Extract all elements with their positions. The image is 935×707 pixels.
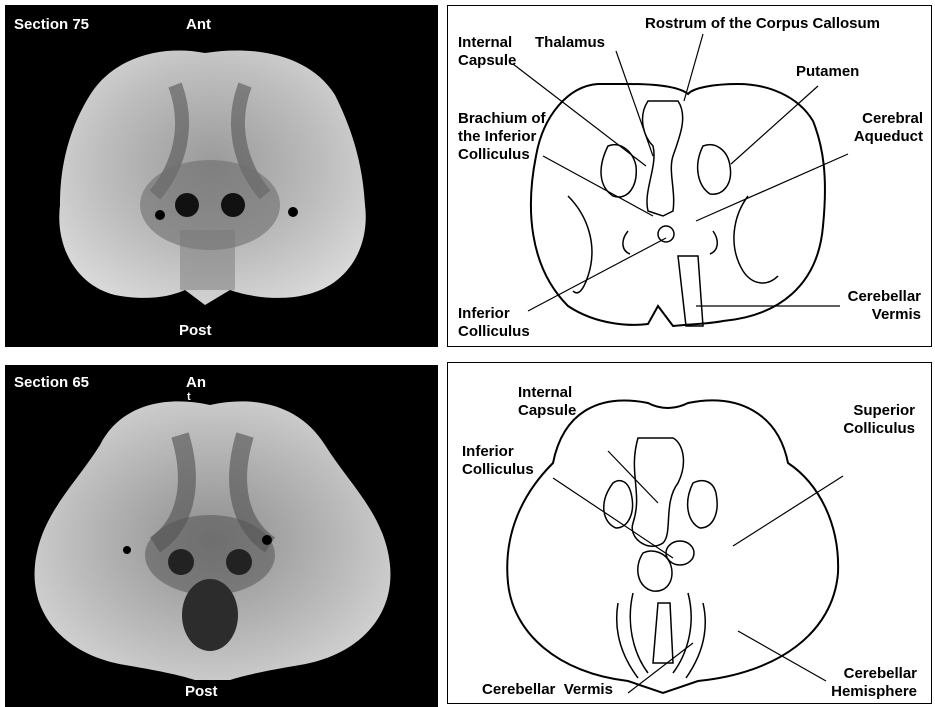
label-inferior-colliculus-1: Inferior — [458, 305, 510, 323]
anterior-label: An — [186, 374, 206, 391]
label-cerebellar-vermis: Cerebellar Vermis — [482, 681, 613, 699]
label-inferior-colliculus-2: Colliculus — [462, 461, 534, 479]
label-rostrum: Rostrum of the Corpus Callosum — [645, 15, 880, 33]
label-cerebellar-hemisphere-2: Hemisphere — [831, 683, 917, 701]
label-internal-capsule-2: Capsule — [518, 402, 576, 420]
label-putamen: Putamen — [796, 63, 859, 81]
label-internal-capsule-1: Internal — [458, 34, 512, 52]
label-cerebellar-hemisphere-1: Cerebellar — [844, 665, 917, 683]
label-brachium-2: the Inferior — [458, 128, 536, 146]
section-label: Section 75 — [14, 16, 89, 33]
label-internal-capsule-1: Internal — [518, 384, 572, 402]
label-cerebral-aqueduct-2: Aqueduct — [854, 128, 923, 146]
label-internal-capsule-2: Capsule — [458, 52, 516, 70]
diagram-section-75: Rostrum of the Corpus Callosum Internal … — [447, 5, 932, 347]
mri-image-section-65: Section 65 An t Post — [5, 365, 438, 707]
anterior-label: Ant — [186, 16, 211, 33]
diagram-section-65: Internal Capsule Superior Colliculus Inf… — [447, 362, 932, 704]
posterior-label: Post — [179, 322, 212, 339]
label-cerebellar-vermis-2: Vermis — [872, 306, 921, 324]
label-thalamus: Thalamus — [535, 34, 605, 52]
anterior-label-extra: t — [187, 391, 191, 403]
label-brachium-1: Brachium of — [458, 110, 546, 128]
label-cerebellar-vermis-1: Cerebellar — [848, 288, 921, 306]
posterior-label: Post — [185, 683, 218, 700]
label-inferior-colliculus-2: Colliculus — [458, 323, 530, 341]
label-brachium-3: Colliculus — [458, 146, 530, 164]
label-inferior-colliculus-1: Inferior — [462, 443, 514, 461]
label-cerebral-aqueduct-1: Cerebral — [862, 110, 923, 128]
label-superior-colliculus-1: Superior — [853, 402, 915, 420]
mri-scan-section-75 — [5, 5, 438, 347]
mri-image-section-75: Section 75 Ant Post — [5, 5, 438, 347]
section-label: Section 65 — [14, 374, 89, 391]
label-superior-colliculus-2: Colliculus — [843, 420, 915, 438]
mri-scan-section-65 — [5, 365, 438, 707]
